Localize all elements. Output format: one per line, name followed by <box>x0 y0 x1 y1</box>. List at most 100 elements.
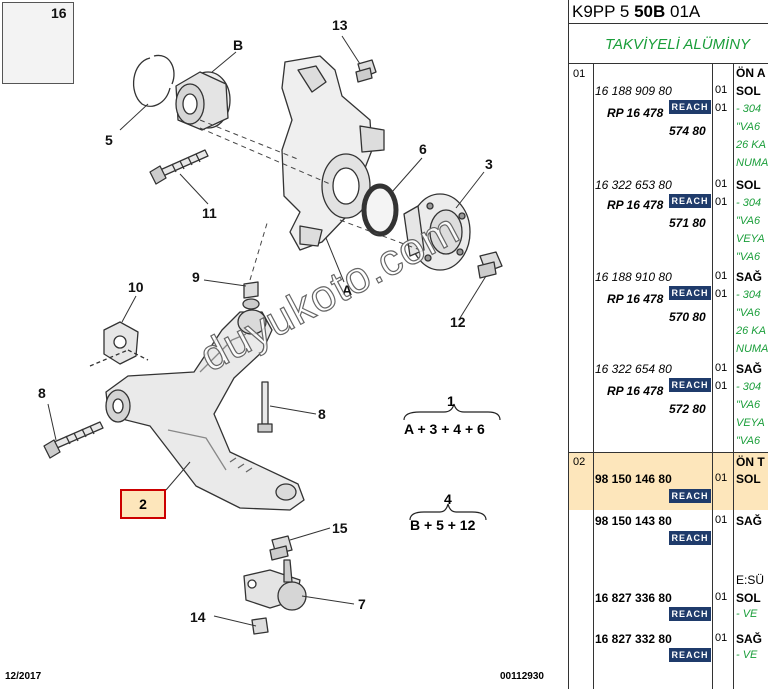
reach-badge: REACH <box>669 531 711 545</box>
callout-8-right: 8 <box>318 406 326 422</box>
part-number[interactable]: 16 188 910 80 <box>595 270 672 284</box>
part-number[interactable]: 16 827 332 80 <box>595 632 672 646</box>
sub-heading: E:SÜ <box>736 573 765 587</box>
exploded-diagram: 16 13 B 5 6 3 11 A 9 10 12 8 8 15 7 14 2… <box>2 2 544 682</box>
nut-part-12 <box>477 251 503 279</box>
note-line: - VE <box>736 649 758 661</box>
wheel-bearing-part <box>175 71 231 131</box>
callout-3: 3 <box>485 156 493 172</box>
note-line: VEYA <box>736 233 765 245</box>
lower-control-arm-part <box>105 309 305 511</box>
side-label: SAĞ <box>736 632 763 646</box>
callout-8-left: 8 <box>38 385 46 401</box>
callout-11: 11 <box>202 205 217 221</box>
reach-badge: REACH <box>669 286 711 300</box>
group-heading: ÖN A <box>736 66 766 80</box>
quantity: 01 <box>715 288 728 300</box>
side-label: SAĞ <box>736 270 763 284</box>
note-line: 26 KA <box>736 139 766 151</box>
note-line: - 304 <box>736 103 762 115</box>
callout-10: 10 <box>128 279 144 295</box>
reach-badge: REACH <box>669 100 711 114</box>
callout-A: A <box>342 282 353 298</box>
callout-7: 7 <box>358 596 366 612</box>
formula-2-number: 4 <box>444 491 452 507</box>
callout-16: 16 <box>51 5 67 21</box>
formula-2-text: B + 5 + 12 <box>410 517 476 533</box>
replacement-part[interactable]: RP 16 478 <box>607 384 664 398</box>
callout-13: 13 <box>332 17 348 33</box>
callout-14: 14 <box>190 609 206 625</box>
group-separator <box>569 452 768 453</box>
part-number[interactable]: 16 827 336 80 <box>595 591 672 605</box>
part-number[interactable]: 16 188 909 80 <box>595 84 672 98</box>
note-line: "VA6 <box>736 399 761 411</box>
price: 570 80 <box>669 310 706 324</box>
parts-title-row: TAKVİYELİ ALÜMİNY <box>569 24 768 64</box>
catalog-code: K9PP 5 50B 01A <box>572 2 701 21</box>
note-line: - 304 <box>736 381 762 393</box>
callout-6: 6 <box>419 141 427 157</box>
part-number[interactable]: 16 322 654 80 <box>595 362 672 376</box>
selected-row-highlight <box>569 452 768 510</box>
quantity: 01 <box>715 196 728 208</box>
part-number[interactable]: 98 150 143 80 <box>595 514 672 528</box>
column-divider <box>733 64 734 689</box>
quantity: 01 <box>715 591 728 603</box>
footer-date: 12/2017 <box>5 671 42 682</box>
reach-badge: REACH <box>669 607 711 621</box>
bolt-part-11 <box>149 149 209 185</box>
side-label: SOL <box>736 591 761 605</box>
callout-2: 2 <box>139 496 147 512</box>
note-line: NUMA <box>736 343 768 355</box>
inset-box: 16 <box>2 2 74 84</box>
column-divider <box>593 64 594 689</box>
note-line: - VE <box>736 608 758 620</box>
price: 574 80 <box>669 124 706 138</box>
note-line: "VA6 <box>736 121 761 133</box>
note-line: "VA6 <box>736 307 761 319</box>
note-line: "VA6 <box>736 215 761 227</box>
seal-ring-part <box>361 183 399 237</box>
group-number: 02 <box>573 456 586 468</box>
quantity: 01 <box>715 270 728 282</box>
bolt-part-8-left <box>43 421 104 459</box>
nut-part-14 <box>251 617 269 635</box>
circlip-part <box>132 57 171 107</box>
bracket-part-10 <box>89 321 149 367</box>
callout-9: 9 <box>192 269 200 285</box>
quantity: 01 <box>715 472 728 484</box>
part-number[interactable]: 16 322 653 80 <box>595 178 672 192</box>
highlighted-callout-2[interactable]: 2 <box>120 489 166 519</box>
wheel-hub-part <box>403 193 471 271</box>
quantity: 01 <box>715 632 728 644</box>
note-line: 26 KA <box>736 325 766 337</box>
side-label: SOL <box>736 178 761 192</box>
reach-badge: REACH <box>669 194 711 208</box>
quantity: 01 <box>715 84 728 96</box>
note-line: - 304 <box>736 197 762 209</box>
price: 572 80 <box>669 402 706 416</box>
replacement-part[interactable]: RP 16 478 <box>607 106 664 120</box>
note-line: NUMA <box>736 157 768 169</box>
formula-1-text: A + 3 + 4 + 6 <box>404 421 485 437</box>
side-label: SOL <box>736 84 761 98</box>
part-number[interactable]: 98 150 146 80 <box>595 472 672 486</box>
callout-5: 5 <box>105 132 113 148</box>
group-number: 01 <box>573 68 586 80</box>
side-label: SOL <box>736 472 761 486</box>
reach-badge: REACH <box>669 648 711 662</box>
quantity: 01 <box>715 362 728 374</box>
quantity: 01 <box>715 102 728 114</box>
reach-badge: REACH <box>669 378 711 392</box>
note-line: "VA6 <box>736 435 761 447</box>
column-divider <box>712 64 713 689</box>
replacement-part[interactable]: RP 16 478 <box>607 292 664 306</box>
quantity: 01 <box>715 380 728 392</box>
steering-knuckle-part <box>281 55 385 251</box>
footer-code: 00112930 <box>500 671 544 682</box>
note-line: VEYA <box>736 417 765 429</box>
replacement-part[interactable]: RP 16 478 <box>607 198 664 212</box>
bolt-part-8-right <box>257 381 273 433</box>
side-label: SAĞ <box>736 514 763 528</box>
